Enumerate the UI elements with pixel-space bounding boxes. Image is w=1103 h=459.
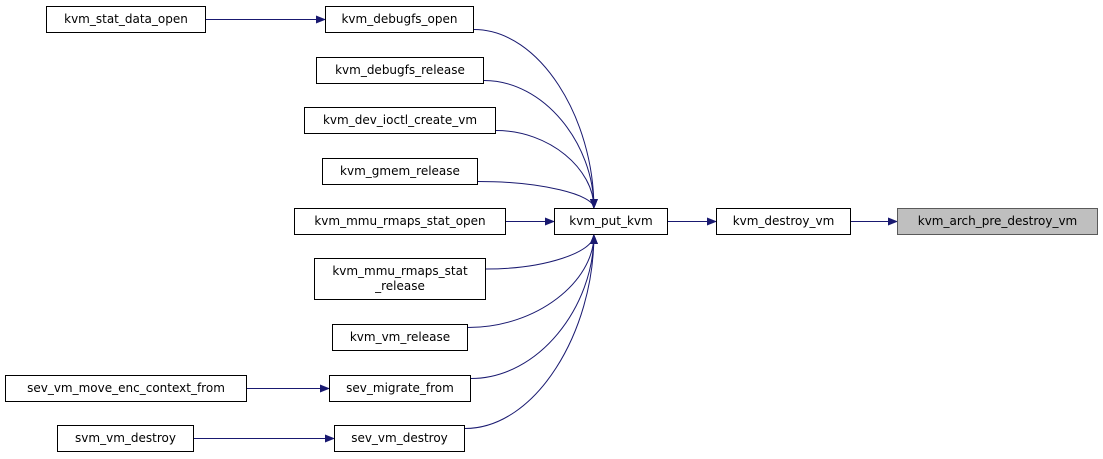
node-kvm-mmu-rmaps-stat-release[interactable]: kvm_mmu_rmaps_stat _release <box>314 258 486 300</box>
node-kvm-arch-pre-destroy-vm: kvm_arch_pre_destroy_vm <box>897 208 1098 235</box>
edge-kvm_gmem_release-to-kvm_put_kvm <box>477 181 598 209</box>
node-kvm-dev-ioctl-create-vm[interactable]: kvm_dev_ioctl_create_vm <box>304 107 496 134</box>
node-label: sev_vm_destroy <box>351 431 448 445</box>
node-sev-vm-move-enc-context-from[interactable]: sev_vm_move_enc_context_from <box>5 375 247 402</box>
node-label: kvm_put_kvm <box>569 214 653 228</box>
edge-kvm_dev_ioctl_create_vm-to-kvm_put_kvm <box>495 130 598 209</box>
node-label-line-1: kvm_mmu_rmaps_stat <box>332 264 468 278</box>
edge-kvm_debugfs_open-to-kvm_put_kvm <box>473 29 598 209</box>
node-label: kvm_debugfs_open <box>341 12 458 26</box>
node-kvm-vm-release[interactable]: kvm_vm_release <box>332 324 468 351</box>
node-kvm-gmem-release[interactable]: kvm_gmem_release <box>322 158 478 185</box>
node-label: kvm_destroy_vm <box>732 214 835 228</box>
node-label: kvm_mmu_rmaps_stat_open <box>314 214 486 228</box>
node-label: svm_vm_destroy <box>75 431 176 445</box>
edge-kvm_vm_release-to-kvm_put_kvm <box>467 234 598 328</box>
edge-sev_migrate_from-to-kvm_put_kvm <box>470 234 598 379</box>
node-label: kvm_arch_pre_destroy_vm <box>917 214 1078 228</box>
node-label: kvm_dev_ioctl_create_vm <box>322 113 478 127</box>
node-kvm-mmu-rmaps-stat-open[interactable]: kvm_mmu_rmaps_stat_open <box>294 208 506 235</box>
node-svm-vm-destroy[interactable]: svm_vm_destroy <box>57 425 194 452</box>
node-kvm-debugfs-release[interactable]: kvm_debugfs_release <box>316 57 484 84</box>
node-label-wrapper: kvm_mmu_rmaps_stat _release <box>332 264 467 294</box>
node-label: kvm_debugfs_release <box>335 63 465 77</box>
edge-sev_vm_destroy-to-kvm_put_kvm <box>464 234 598 429</box>
node-kvm-stat-data-open[interactable]: kvm_stat_data_open <box>46 6 206 33</box>
edge-kvm_debugfs_release-to-kvm_put_kvm <box>483 80 598 209</box>
edge-kvm_mmu_rmaps_stat_release-to-kvm_put_kvm <box>485 234 598 270</box>
node-kvm-debugfs-open[interactable]: kvm_debugfs_open <box>325 6 474 33</box>
node-label: sev_migrate_from <box>346 381 454 395</box>
node-sev-vm-destroy[interactable]: sev_vm_destroy <box>334 425 465 452</box>
node-label: kvm_stat_data_open <box>64 12 188 26</box>
node-sev-migrate-from[interactable]: sev_migrate_from <box>329 375 471 402</box>
node-kvm-destroy-vm[interactable]: kvm_destroy_vm <box>716 208 851 235</box>
node-label-line-2: _release <box>375 279 425 293</box>
node-label: kvm_vm_release <box>349 330 451 344</box>
node-kvm-put-kvm[interactable]: kvm_put_kvm <box>554 208 668 235</box>
node-label: sev_vm_move_enc_context_from <box>27 381 225 395</box>
node-label: kvm_gmem_release <box>340 164 460 178</box>
